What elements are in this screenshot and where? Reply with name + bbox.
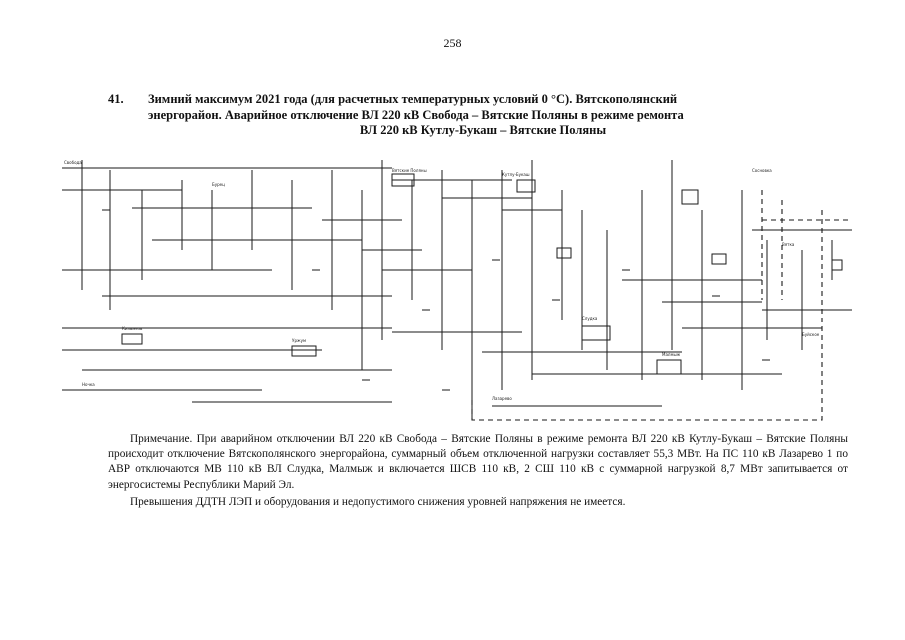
grid-scheme-diagram: Свобода Бурец Вятские Поляны Кутлу-Букаш… <box>62 150 852 422</box>
note-paragraph-1: Примечание. При аварийном отключении ВЛ … <box>108 433 848 491</box>
svg-text:Кутлу-Букаш: Кутлу-Букаш <box>502 172 530 177</box>
page-number: 258 <box>443 36 462 50</box>
section-heading: 41. Зимний максимум 2021 года (для расче… <box>108 92 848 139</box>
svg-text:Сосновка: Сосновка <box>752 168 772 173</box>
note-paragraph-2: Превышения ДДТН ЛЭП и оборудования и нед… <box>130 495 626 508</box>
svg-text:Вятские Поляны: Вятские Поляны <box>392 168 427 173</box>
svg-text:Уржум: Уржум <box>292 338 306 343</box>
section-title: Зимний максимум 2021 года (для расчетных… <box>148 92 848 139</box>
section-title-line-3: ВЛ 220 кВ Кутлу-Букаш – Вятские Поляны <box>359 123 607 137</box>
svg-text:Бурец: Бурец <box>212 182 225 187</box>
svg-text:Малмыж: Малмыж <box>662 352 681 357</box>
section-number: 41. <box>108 92 124 106</box>
note: Примечание. При аварийном отключении ВЛ … <box>108 432 848 510</box>
svg-text:Свобода: Свобода <box>64 160 82 165</box>
section-title-line-2: энергорайон. Аварийное отключение ВЛ 220… <box>148 107 684 122</box>
svg-text:Слудка: Слудка <box>582 316 598 321</box>
section-title-line-1: Зимний максимум 2021 года (для расчетных… <box>148 92 678 106</box>
svg-text:Буйское: Буйское <box>802 332 820 337</box>
svg-text:Кильмезь: Кильмезь <box>122 326 143 331</box>
grid-scheme-svg: Свобода Бурец Вятские Поляны Кутлу-Букаш… <box>62 160 852 421</box>
svg-text:Ночка: Ночка <box>82 382 95 387</box>
svg-text:Вятка: Вятка <box>782 242 795 247</box>
svg-text:Лазарево: Лазарево <box>492 396 512 401</box>
